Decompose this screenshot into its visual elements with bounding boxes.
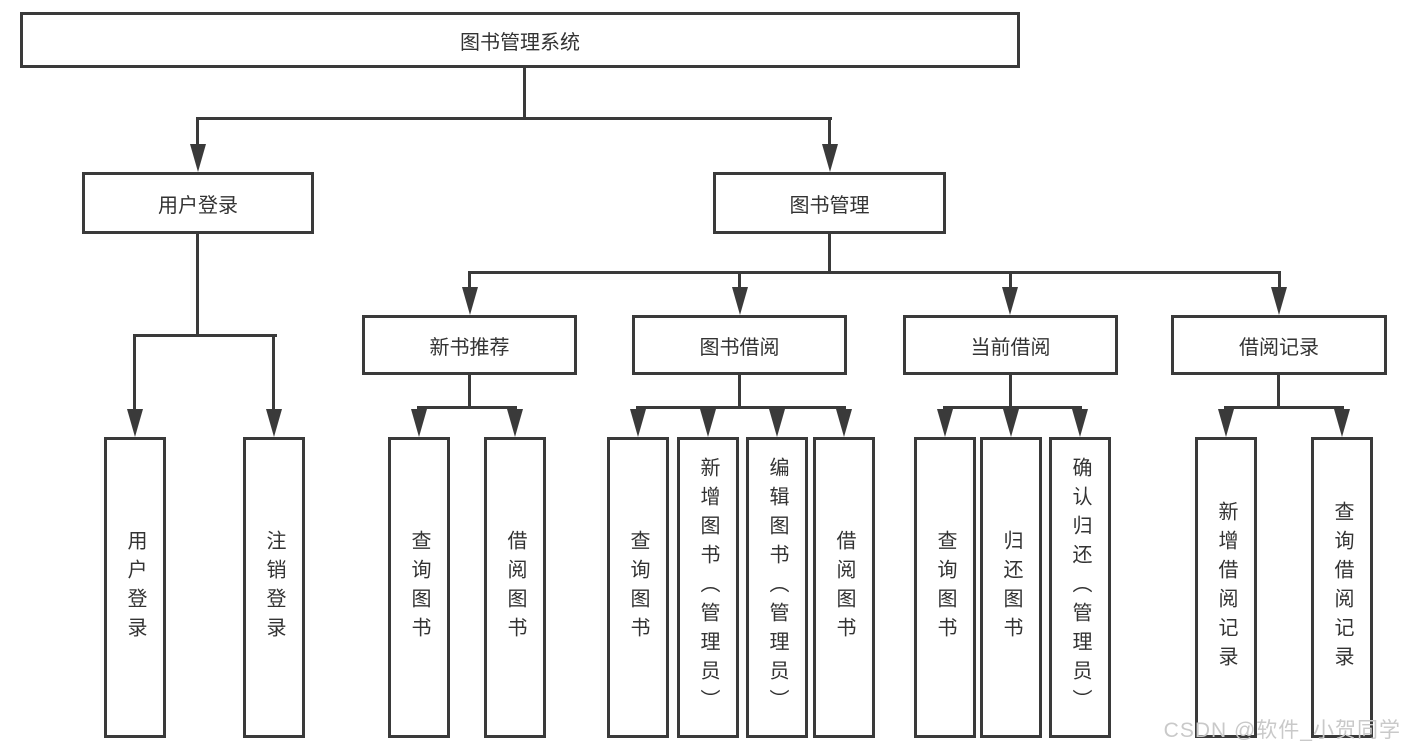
leaf-edit-book-admin-label: 编辑图书（管理员）	[766, 457, 788, 718]
arrowhead-down-icon	[266, 409, 282, 437]
leaf-recommend-query-book: 查询图书	[388, 437, 450, 738]
leaf-user-login-label: 用户登录	[124, 529, 146, 646]
arrowhead-down-icon	[190, 144, 206, 172]
arrowhead-down-icon	[411, 409, 427, 437]
leaf-add-borrow-record-label: 新增借阅记录	[1215, 500, 1237, 675]
connector-line	[1009, 375, 1012, 409]
leaf-logout-label: 注销登录	[263, 529, 285, 646]
node-book-borrow: 图书借阅	[632, 315, 847, 375]
leaf-borrow-query-book: 查询图书	[607, 437, 669, 738]
leaf-recommend-query-book-label: 查询图书	[408, 529, 430, 646]
leaf-logout: 注销登录	[243, 437, 305, 738]
connector-line	[1224, 406, 1344, 409]
leaf-edit-book-admin: 编辑图书（管理员）	[746, 437, 808, 738]
connector-line	[272, 334, 275, 413]
node-borrow-records-label: 借阅记录	[1239, 336, 1319, 359]
connector-line	[196, 234, 199, 337]
arrowhead-down-icon	[769, 409, 785, 437]
connector-line	[523, 68, 526, 120]
arrowhead-down-icon	[1072, 409, 1088, 437]
arrowhead-down-icon	[732, 287, 748, 315]
leaf-borrow-book-label: 借阅图书	[833, 529, 855, 646]
node-book-management: 图书管理	[713, 172, 946, 234]
arrowhead-down-icon	[630, 409, 646, 437]
connector-line	[196, 117, 199, 149]
arrowhead-down-icon	[462, 287, 478, 315]
arrowhead-down-icon	[700, 409, 716, 437]
connector-line	[943, 406, 1082, 409]
connector-line	[738, 271, 741, 293]
arrowhead-down-icon	[836, 409, 852, 437]
leaf-current-query-book-label: 查询图书	[934, 529, 956, 646]
connector-line	[196, 117, 832, 120]
arrowhead-down-icon	[1271, 287, 1287, 315]
leaf-query-borrow-record: 查询借阅记录	[1311, 437, 1373, 738]
connector-line	[1278, 271, 1281, 293]
leaf-recommend-borrow-book: 借阅图书	[484, 437, 546, 738]
arrowhead-down-icon	[1334, 409, 1350, 437]
watermark: CSDN @软件_小贺同学	[1163, 719, 1401, 742]
arrowhead-down-icon	[1218, 409, 1234, 437]
arrowhead-down-icon	[937, 409, 953, 437]
leaf-borrow-book: 借阅图书	[813, 437, 875, 738]
connector-line	[828, 234, 831, 274]
leaf-add-borrow-record: 新增借阅记录	[1195, 437, 1257, 738]
node-new-book-recommend: 新书推荐	[362, 315, 577, 375]
leaf-add-book-admin-label: 新增图书（管理员）	[697, 457, 719, 718]
leaf-recommend-borrow-book-label: 借阅图书	[504, 529, 526, 646]
leaf-user-login: 用户登录	[104, 437, 166, 738]
arrowhead-down-icon	[822, 144, 838, 172]
leaf-borrow-query-book-label: 查询图书	[627, 529, 649, 646]
node-user-login: 用户登录	[82, 172, 314, 234]
node-root-label: 图书管理系统	[460, 31, 580, 54]
arrowhead-down-icon	[1003, 409, 1019, 437]
connector-line	[133, 334, 136, 413]
leaf-current-query-book: 查询图书	[914, 437, 976, 738]
connector-line	[1009, 271, 1012, 293]
connector-line	[636, 406, 846, 409]
connector-line	[133, 334, 277, 337]
node-borrow-records: 借阅记录	[1171, 315, 1387, 375]
leaf-confirm-return-admin-label: 确认归还（管理员）	[1069, 457, 1091, 718]
leaf-confirm-return-admin: 确认归还（管理员）	[1049, 437, 1111, 738]
leaf-query-borrow-record-label: 查询借阅记录	[1331, 500, 1353, 675]
node-current-borrow: 当前借阅	[903, 315, 1118, 375]
arrowhead-down-icon	[1002, 287, 1018, 315]
node-book-borrow-label: 图书借阅	[699, 336, 780, 359]
connector-line	[738, 375, 741, 409]
node-current-borrow-label: 当前借阅	[970, 336, 1051, 359]
leaf-return-book-label: 归还图书	[1000, 529, 1022, 646]
connector-line	[468, 271, 1281, 274]
leaf-add-book-admin: 新增图书（管理员）	[677, 437, 739, 738]
node-root: 图书管理系统	[20, 12, 1020, 68]
connector-line	[468, 375, 471, 409]
connector-line	[468, 271, 471, 293]
connector-line	[1277, 375, 1280, 409]
arrowhead-down-icon	[507, 409, 523, 437]
node-user-login-label: 用户登录	[158, 194, 238, 217]
node-new-book-recommend-label: 新书推荐	[429, 336, 510, 359]
leaf-return-book: 归还图书	[980, 437, 1042, 738]
connector-line	[417, 406, 517, 409]
node-book-management-label: 图书管理	[789, 194, 870, 217]
arrowhead-down-icon	[127, 409, 143, 437]
connector-line	[828, 117, 831, 149]
